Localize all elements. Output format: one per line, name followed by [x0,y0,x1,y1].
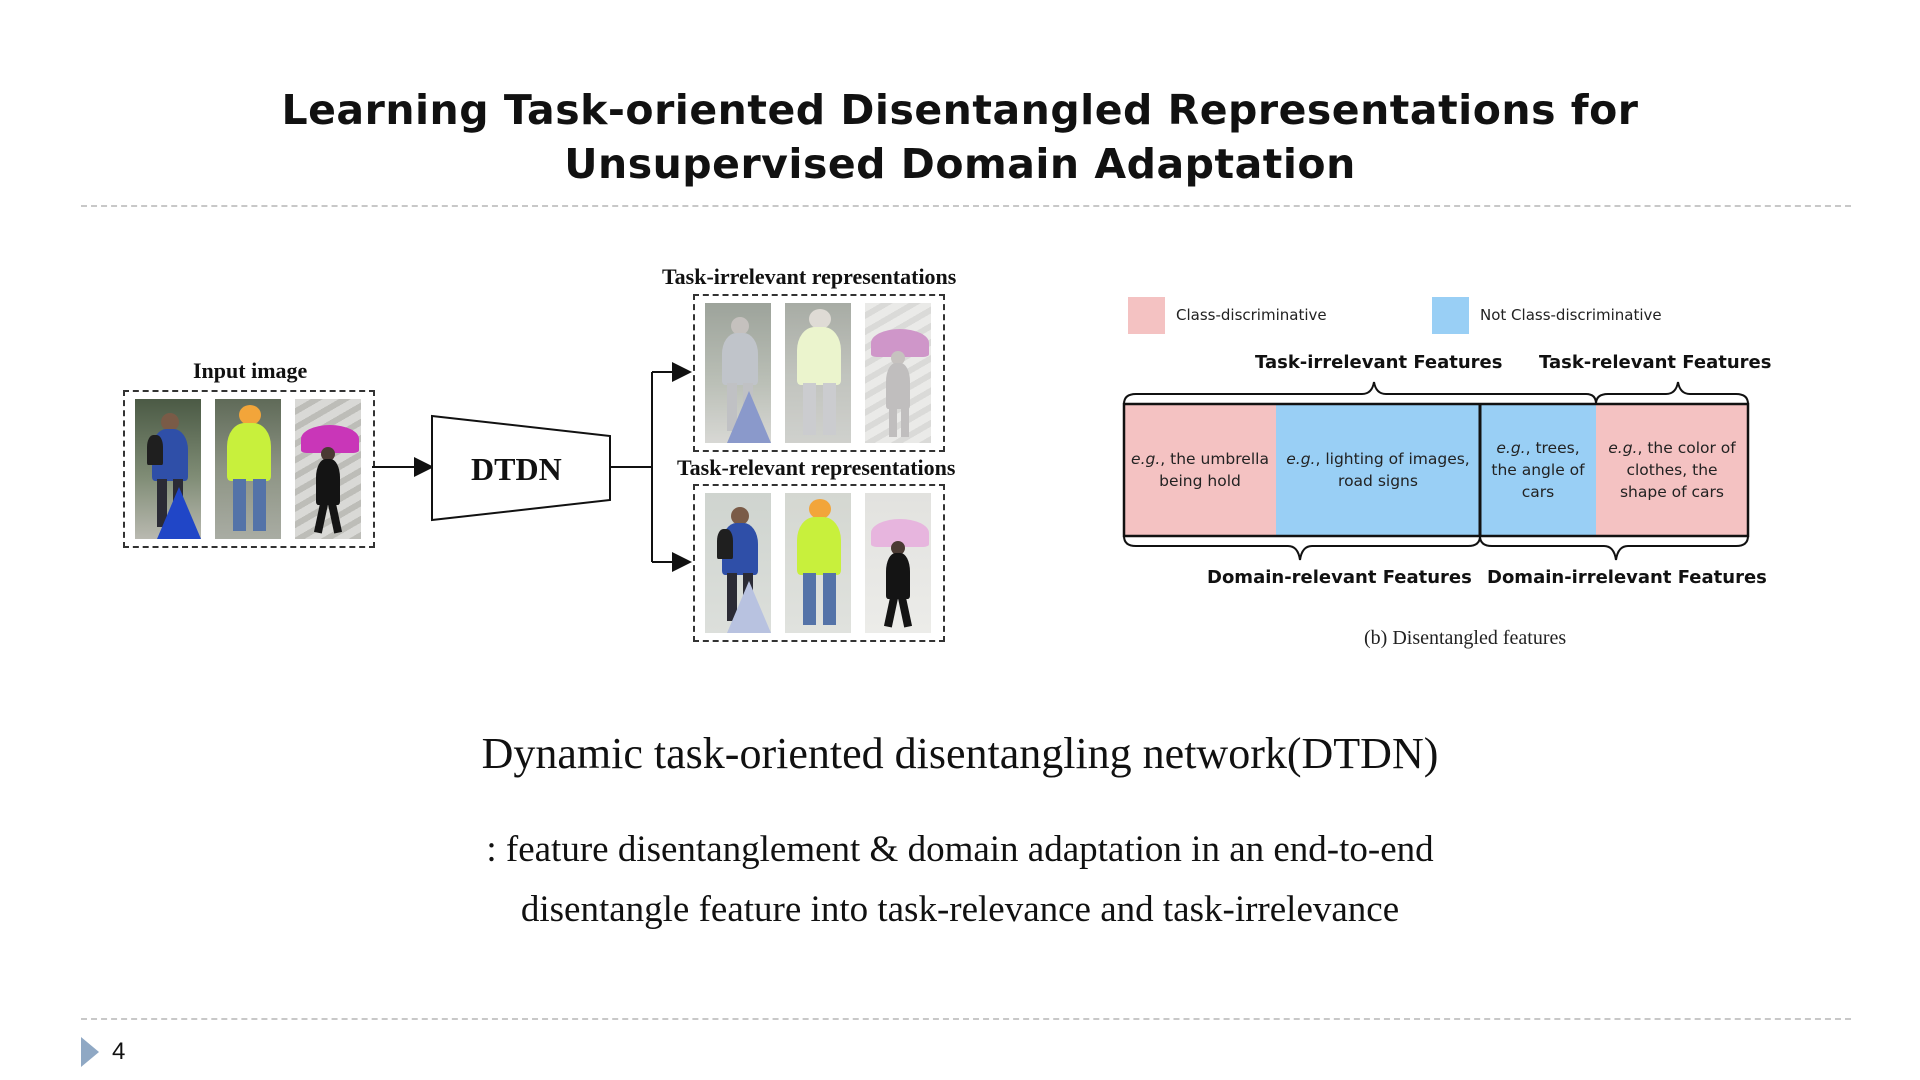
task-relevant-frame [693,484,945,642]
legend-swatch-class-discriminative [1128,297,1165,334]
feature-bar-braces [1122,381,1750,561]
slide-bullet-triangle-icon [81,1037,99,1067]
title-divider [81,205,1851,207]
pipeline-connectors [372,362,692,572]
page-number: 4 [112,1038,126,1065]
disentangled-features-caption: (b) Disentangled features [1364,627,1567,649]
feature-segment-umbrella: e.g., the umbrella being hold [1124,404,1276,536]
relevant-photo-umbrella-person [865,493,931,633]
domain-irrelevant-features-label: Domain-irrelevant Features [1487,567,1767,588]
input-image-label: Input image [193,358,308,383]
task-relevant-features-label: Task-relevant Features [1539,352,1772,373]
body-line-1: : feature disentanglement & domain adapt… [486,829,1434,870]
feature-segment-lighting: e.g., lighting of images, road signs [1276,404,1480,536]
slide-title-line-1: Learning Task-oriented Disentangled Repr… [281,86,1639,134]
dtdn-heading: Dynamic task-oriented disentangling netw… [481,729,1439,778]
feature-segment-clothes-color: e.g., the color of clothes, the shape of… [1596,404,1748,536]
task-irrelevant-representations-label: Task-irrelevant representations [662,264,957,289]
input-photo-worker [215,399,281,539]
slide-title-line-2: Unsupervised Domain Adaptation [564,140,1356,188]
irrelevant-photo-umbrella-person [865,303,931,443]
footer-divider [81,1018,1851,1020]
legend-label-class-discriminative: Class-discriminative [1176,306,1327,324]
legend-label-not-class-discriminative: Not Class-discriminative [1480,306,1662,324]
input-photo-umbrella-person [295,399,361,539]
irrelevant-photo-backpack-person [705,303,771,443]
legend-swatch-not-class-discriminative [1432,297,1469,334]
input-photo-backpack-person [135,399,201,539]
irrelevant-photo-worker [785,303,851,443]
relevant-photo-backpack-person [705,493,771,633]
dtdn-network-label: DTDN [471,451,562,487]
body-line-2: disentangle feature into task-relevance … [520,889,1400,930]
task-irrelevant-features-label: Task-irrelevant Features [1255,352,1503,373]
task-relevant-representations-label: Task-relevant representations [677,455,956,480]
domain-relevant-features-label: Domain-relevant Features [1207,567,1472,588]
relevant-photo-worker [785,493,851,633]
task-irrelevant-frame [693,294,945,452]
feature-segment-trees: e.g., trees, the angle of cars [1480,404,1596,536]
input-image-frame [123,390,375,548]
